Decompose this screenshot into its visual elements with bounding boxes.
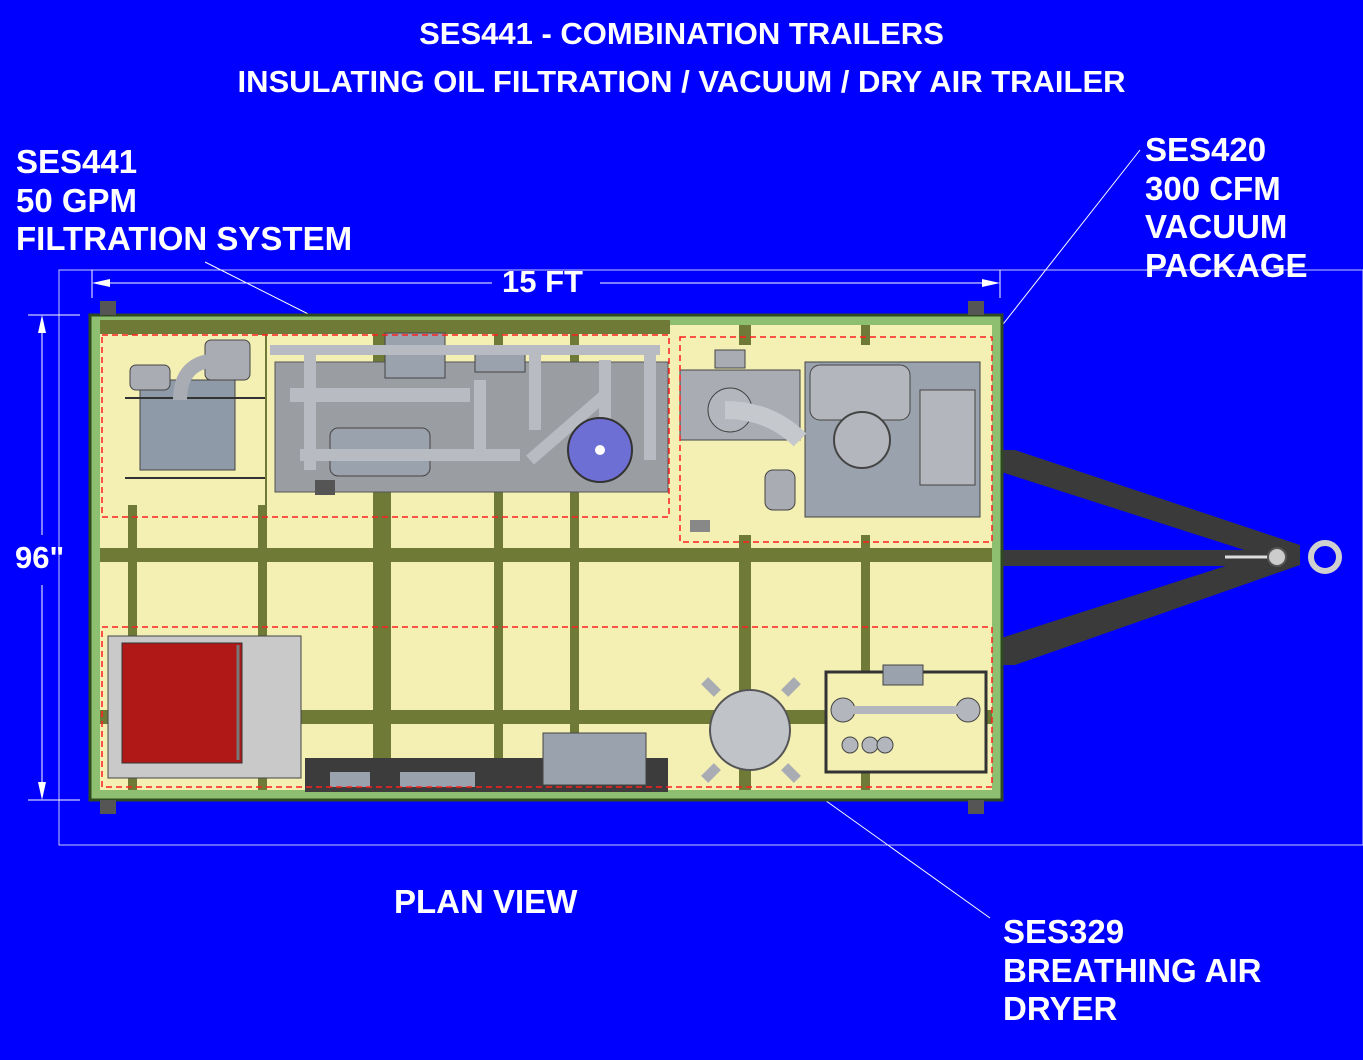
dryer-model: SES329	[1003, 913, 1125, 950]
width-dimension	[28, 314, 80, 801]
drawing-boundary	[58, 269, 1363, 846]
dryer-tank-icon	[709, 689, 791, 771]
dryer-leader-line	[814, 792, 991, 919]
vacuum-leader-line	[999, 149, 1141, 329]
filtration-capacity: 50 GPM	[16, 181, 138, 219]
filtration-description: FILTRATION SYSTEM	[16, 220, 353, 257]
vacuum-description-1: VACUUM	[1145, 208, 1288, 245]
battery-box	[542, 732, 647, 786]
filtration-model: SES441	[16, 143, 138, 180]
dryer-callout: SES329 BREATHING AIR DRYER	[1003, 913, 1262, 1029]
diagram-title: SES441 - COMBINATION TRAILERS	[419, 16, 944, 51]
vacuum-pump-icon	[833, 411, 891, 469]
filtration-outline	[101, 334, 670, 518]
breathing-air-dryer	[701, 664, 988, 783]
vacuum-description-2: PACKAGE	[1145, 246, 1308, 284]
dryer-description-2: DRYER	[1003, 990, 1118, 1027]
length-dimension	[91, 270, 1001, 298]
view-label: PLAN VIEW	[394, 883, 578, 920]
vacuum-package	[679, 345, 983, 535]
filtration-callout: SES441 50 GPM FILTRATION SYSTEM	[16, 143, 352, 259]
vacuum-capacity: 300 CFM	[1145, 169, 1281, 207]
trailer-tongue	[995, 450, 1342, 665]
dryer-description-1: BREATHING AIR	[1003, 951, 1262, 989]
diagram-subtitle: INSULATING OIL FILTRATION / VACUUM / DRY…	[237, 64, 1126, 99]
vacuum-outline	[679, 336, 993, 543]
length-label: 15 FT	[502, 264, 583, 299]
filtration-system	[125, 332, 669, 505]
vacuum-callout: SES420 300 CFM VACUUM PACKAGE	[1145, 131, 1308, 285]
hitch-ring-icon	[1308, 540, 1342, 574]
lower-outline	[101, 626, 993, 788]
vacuum-model: SES420	[1145, 131, 1267, 168]
package-outlines	[101, 334, 993, 788]
control-cabinet	[107, 635, 302, 779]
width-label: 96"	[15, 540, 65, 575]
